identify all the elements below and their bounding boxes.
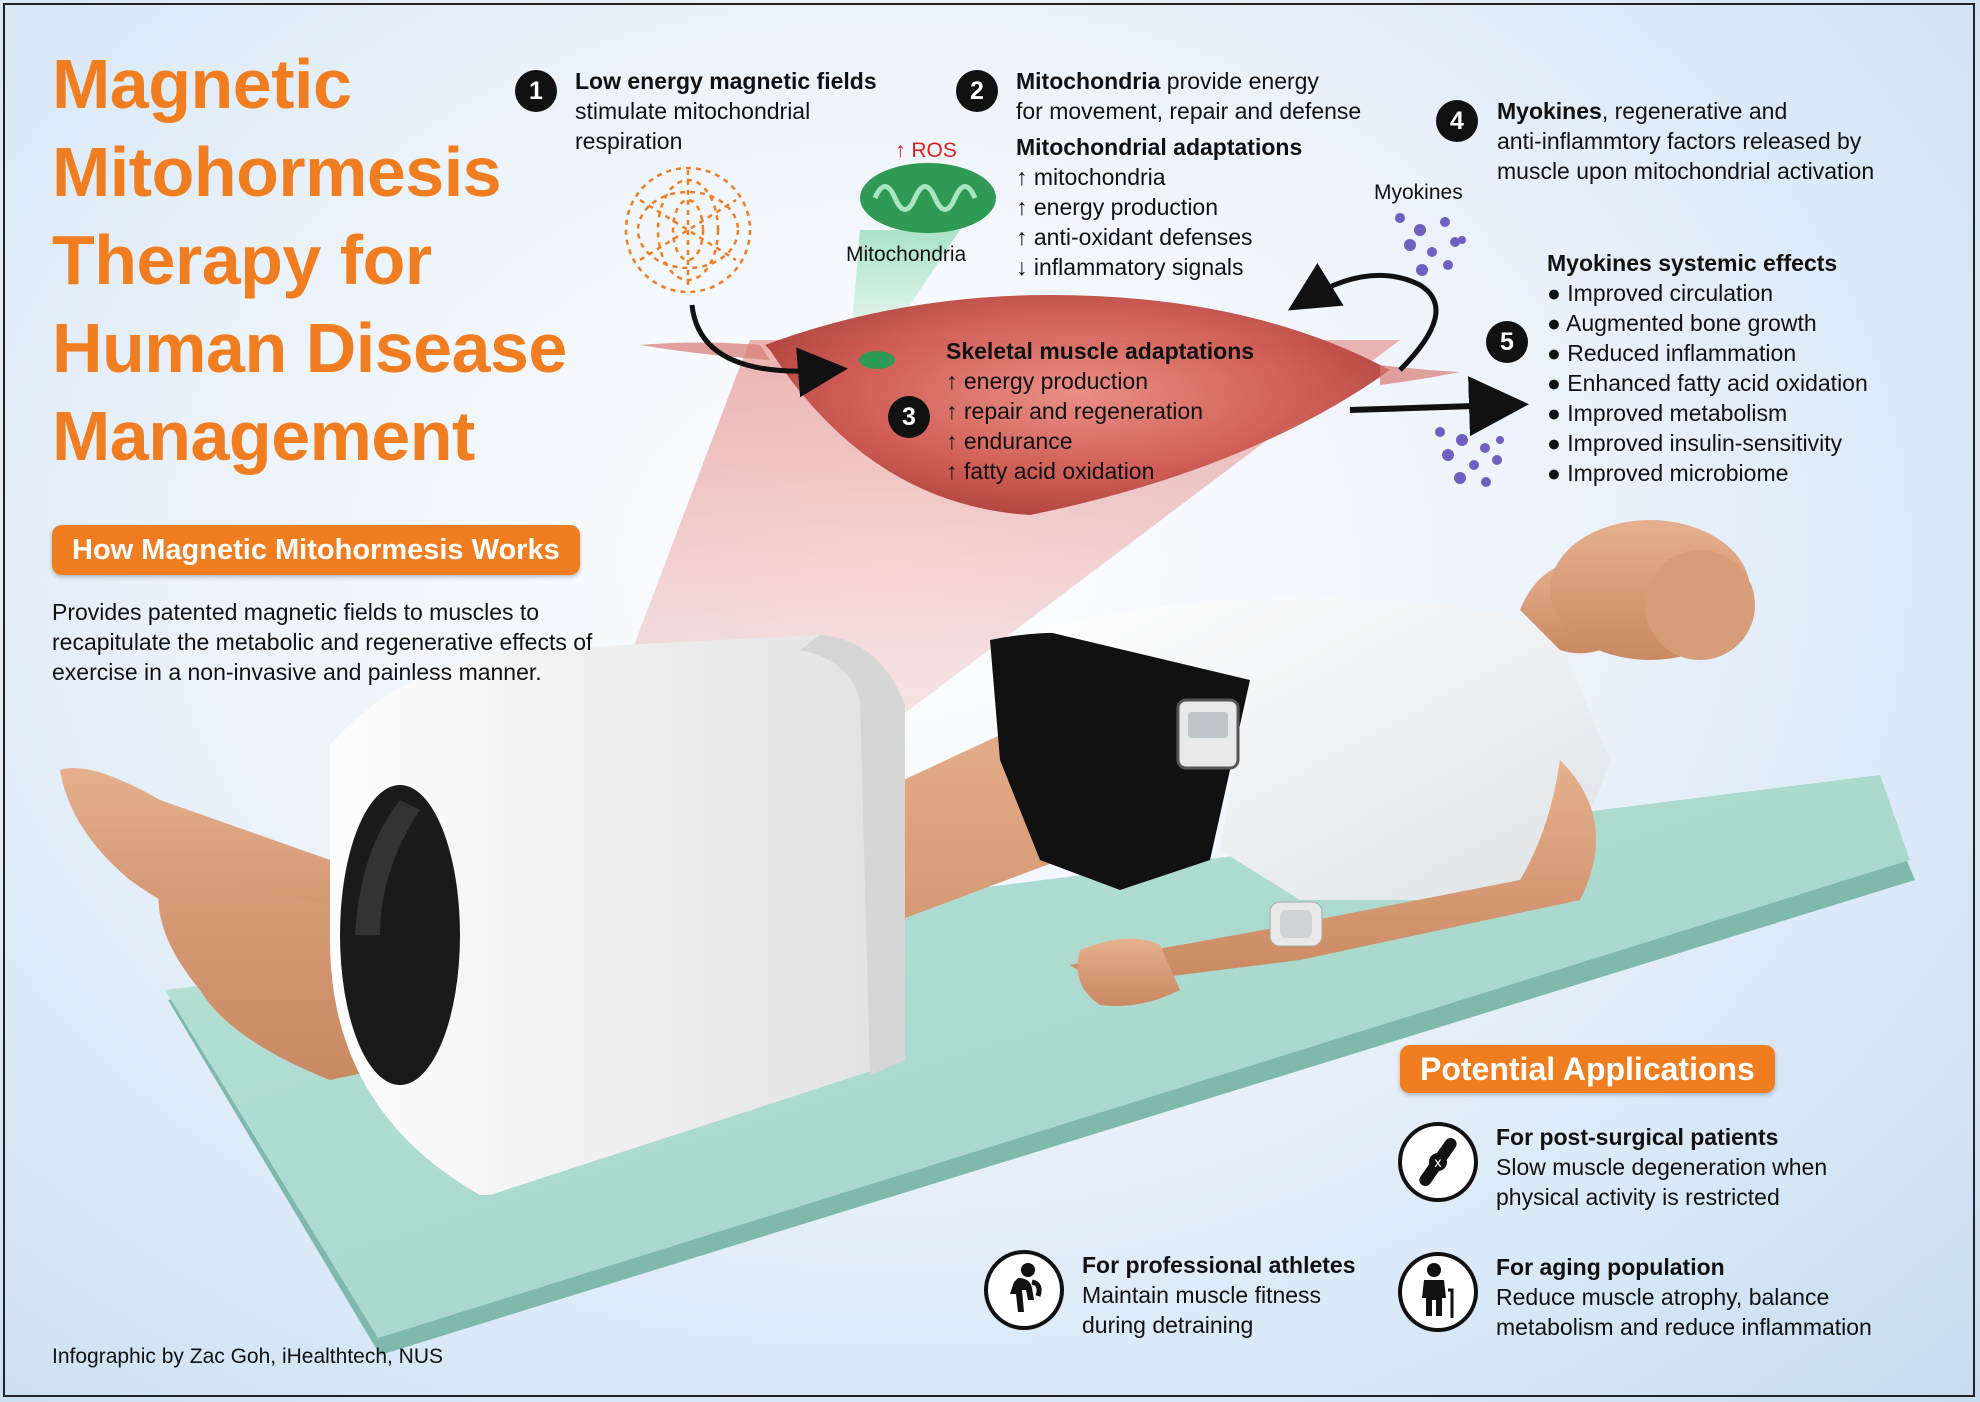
step-2-line: for movement, repair and defense xyxy=(1016,98,1362,124)
application-line: Slow muscle degeneration when xyxy=(1496,1154,1828,1180)
application-line: Maintain muscle fitness xyxy=(1082,1282,1322,1308)
step-2-text: Mitochondria provide energy for movement… xyxy=(1016,66,1436,282)
title-line: Mitohormesis xyxy=(52,133,502,211)
muscle-adaptation-item: ↑ repair and regeneration xyxy=(946,398,1203,424)
application-line: Reduce muscle atrophy, balance xyxy=(1496,1284,1830,1310)
mini-mitochondrion xyxy=(859,351,895,369)
applications-heading: Potential Applications xyxy=(1400,1045,1775,1093)
step-3-text: Skeletal muscle adaptations ↑ energy pro… xyxy=(946,336,1326,486)
title-line: Management xyxy=(52,397,475,475)
systemic-effect-item: ● Improved insulin-sensitivity xyxy=(1547,430,1843,456)
application-line: physical activity is restricted xyxy=(1496,1184,1780,1210)
systemic-arrow xyxy=(1349,376,1529,437)
page-title: Magnetic Mitohormesis Therapy for Human … xyxy=(52,40,652,480)
magnetic-device xyxy=(330,635,905,1195)
myokines-dots-bottom xyxy=(1435,427,1504,487)
how-it-works-description: Provides patented magnetic fields to mus… xyxy=(52,599,593,685)
step-5-title: Myokines systemic effects xyxy=(1547,250,1838,276)
skeletal-muscle xyxy=(640,295,1460,515)
application-athletes: For professional athletes Maintain muscl… xyxy=(1082,1250,1402,1340)
application-line: metabolism and reduce inflammation xyxy=(1496,1314,1872,1340)
step-1-line: respiration xyxy=(575,128,683,154)
step-4-line: muscle upon mitochondrial activation xyxy=(1497,158,1875,184)
step-2-title: Mitochondria xyxy=(1016,68,1161,94)
title-line: Therapy for xyxy=(52,221,432,299)
mito-adaptations-title: Mitochondrial adaptations xyxy=(1016,134,1303,160)
mitochondrion xyxy=(860,163,996,233)
systemic-effect-item: ● Reduced inflammation xyxy=(1547,340,1797,366)
systemic-effect-item: ● Improved microbiome xyxy=(1547,460,1789,486)
myokines-label: Myokines xyxy=(1374,181,1463,204)
application-aging: For aging population Reduce muscle atrop… xyxy=(1496,1252,1936,1342)
step-4-line: , regenerative and xyxy=(1601,98,1788,124)
mito-adaptation-item: ↑ anti-oxidant defenses xyxy=(1016,224,1253,250)
how-it-works-heading: How Magnetic Mitohormesis Works xyxy=(52,525,580,575)
step-4-text: Myokines, regenerative and anti-inflammt… xyxy=(1497,96,1957,186)
title-line: Magnetic xyxy=(52,45,352,123)
step-4-title: Myokines xyxy=(1497,98,1602,124)
mito-adaptation-item: ↑ mitochondria xyxy=(1016,164,1166,190)
myokine-loop-arrow xyxy=(1287,262,1439,372)
title-line: Human Disease xyxy=(52,309,567,387)
systemic-effect-item: ● Improved circulation xyxy=(1547,280,1774,306)
systemic-effect-item: ● Enhanced fatty acid oxidation xyxy=(1547,370,1868,396)
step-2-badge: 2 xyxy=(956,70,998,112)
step-3-badge: 3 xyxy=(888,396,930,438)
step-1-text: Low energy magnetic fields stimulate mit… xyxy=(575,66,935,156)
muscle-adaptation-item: ↑ endurance xyxy=(946,428,1073,454)
field-arrow xyxy=(689,304,848,398)
step-2-line: provide energy xyxy=(1160,68,1319,94)
muscle-adaptation-item: ↑ energy production xyxy=(946,368,1149,394)
mitochondria-label: Mitochondria xyxy=(846,243,967,266)
myokines-dots-top xyxy=(1395,213,1466,276)
step-4-badge: 4 xyxy=(1436,100,1478,142)
application-title: For professional athletes xyxy=(1082,1252,1356,1278)
application-post-surgical: For post-surgical patients Slow muscle d… xyxy=(1496,1122,1936,1212)
joint-icon: x xyxy=(1398,1122,1478,1202)
elderly-cane-icon xyxy=(1398,1252,1478,1332)
svg-text:x: x xyxy=(1434,1156,1442,1171)
step-1-line: stimulate mitochondrial xyxy=(575,98,811,124)
step-5-text: Myokines systemic effects ● Improved cir… xyxy=(1547,248,1967,488)
muscle-adaptation-item: ↑ fatty acid oxidation xyxy=(946,458,1155,484)
systemic-effect-item: ● Improved metabolism xyxy=(1547,400,1788,426)
application-line: during detraining xyxy=(1082,1312,1254,1338)
credit-line: Infographic by Zac Goh, iHealthtech, NUS xyxy=(52,1345,444,1368)
step-4-line: anti-inflammtory factors released by xyxy=(1497,128,1862,154)
systemic-effect-item: ● Augmented bone growth xyxy=(1547,310,1817,336)
mito-adaptation-item: ↑ energy production xyxy=(1016,194,1219,220)
step-3-title: Skeletal muscle adaptations xyxy=(946,338,1255,364)
systemic-effects-list: ● Improved circulation ● Augmented bone … xyxy=(1547,278,1967,488)
magnetic-field-icon xyxy=(624,166,752,294)
athlete-stretch-icon xyxy=(984,1250,1064,1330)
mito-adaptation-item: ↓ inflammatory signals xyxy=(1016,254,1244,280)
application-title: For aging population xyxy=(1496,1254,1725,1280)
step-5-badge: 5 xyxy=(1486,321,1528,363)
step-1-title: Low energy magnetic fields xyxy=(575,68,877,94)
application-title: For post-surgical patients xyxy=(1496,1124,1779,1150)
ros-label: ↑ ROS xyxy=(895,139,957,162)
step-1-badge: 1 xyxy=(515,70,557,112)
